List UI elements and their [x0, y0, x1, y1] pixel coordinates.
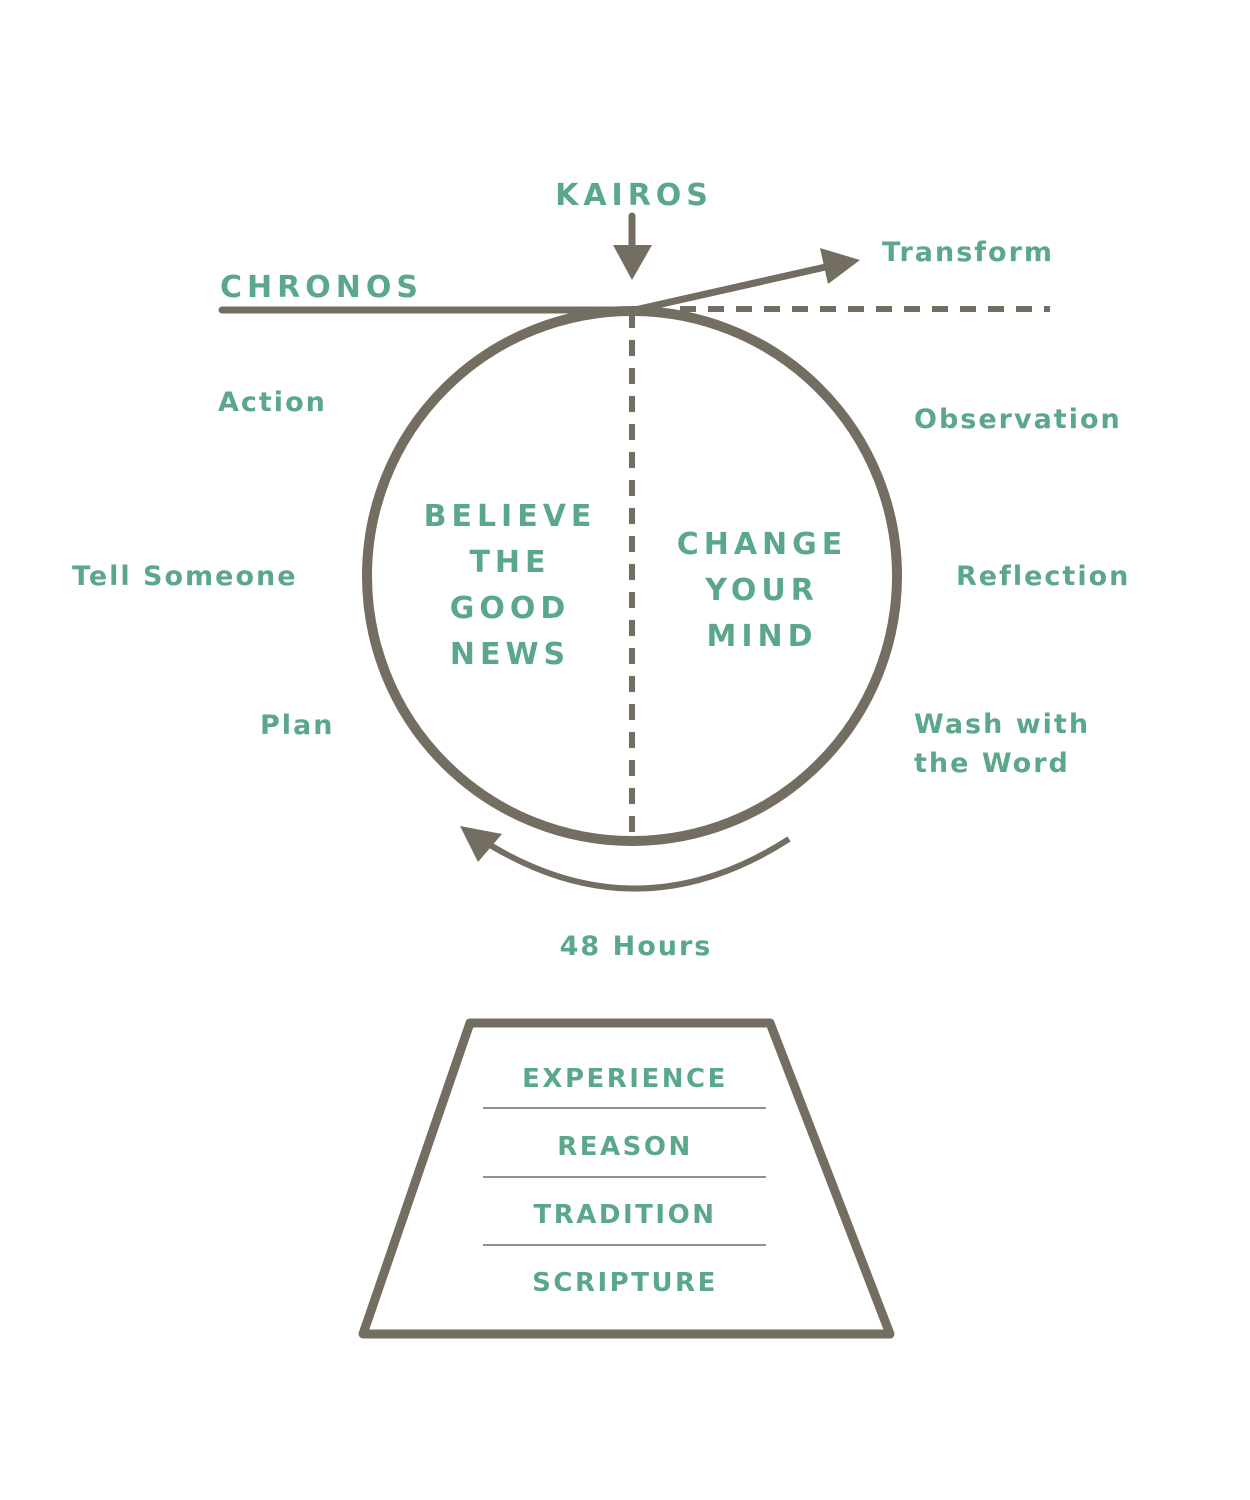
cycle-circle	[362, 306, 902, 846]
change-line: YOUR	[704, 573, 819, 608]
quadrilateral-trapezoid	[358, 1018, 895, 1339]
change-your-mind: CHANGE YOUR MIND	[677, 527, 848, 654]
cycle-arrow-head-icon	[460, 826, 502, 862]
kairos-label: KAIROS	[555, 178, 713, 213]
wash-label-line2: the Word	[914, 748, 1070, 779]
change-line: MIND	[706, 619, 817, 654]
scripture-label: SCRIPTURE	[532, 1268, 718, 1298]
reflection-label: Reflection	[956, 561, 1130, 592]
tradition-label: TRADITION	[534, 1200, 717, 1230]
believe-the-good-news: BELIEVE THE GOOD NEWS	[424, 499, 597, 672]
cycle-arrow-arc	[488, 836, 791, 892]
reason-label: REASON	[557, 1132, 693, 1162]
change-line: CHANGE	[677, 527, 848, 562]
chronos-label: CHRONOS	[220, 270, 423, 305]
kairos-arrow-head-icon	[613, 245, 652, 280]
wash-label-line1: Wash with	[914, 709, 1090, 740]
believe-line: THE	[469, 545, 550, 580]
believe-line: NEWS	[450, 637, 570, 672]
transform-arrow-head-icon	[820, 248, 860, 284]
believe-line: GOOD	[450, 591, 571, 626]
transform-arrow-shaft	[634, 262, 831, 314]
transform-label: Transform	[882, 237, 1054, 268]
believe-line: BELIEVE	[424, 499, 597, 534]
observation-label: Observation	[914, 404, 1122, 435]
action-label: Action	[218, 387, 327, 418]
plan-label: Plan	[260, 710, 335, 741]
48-hours-label: 48 Hours	[560, 931, 713, 962]
experience-label: EXPERIENCE	[522, 1064, 728, 1094]
tell-someone-label: Tell Someone	[72, 561, 298, 592]
